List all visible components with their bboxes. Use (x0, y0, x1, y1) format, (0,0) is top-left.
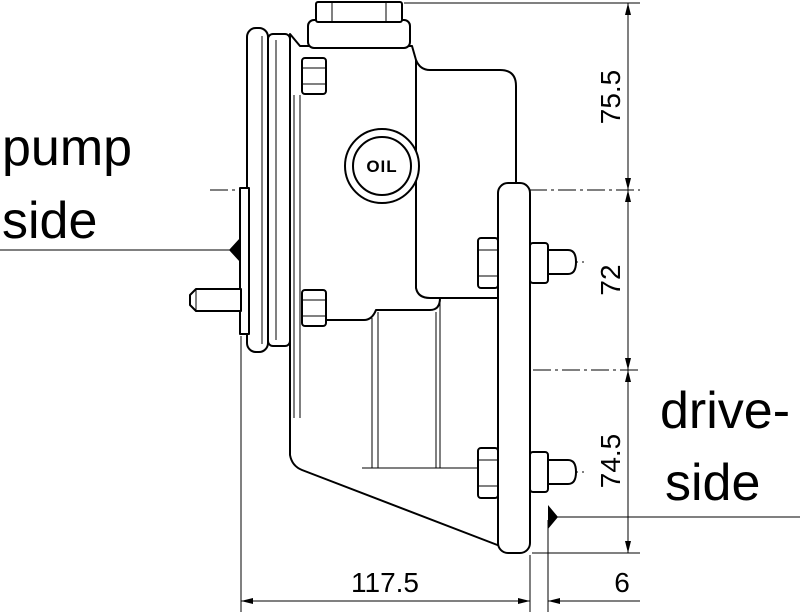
horizontal-dimensions: 117.5 6 (241, 567, 640, 604)
dimension-arrow (625, 358, 631, 370)
pump-side-label-line2: side (2, 192, 97, 250)
drive-side-studs (477, 237, 577, 499)
dimension-value-flange: 6 (614, 567, 630, 598)
vertical-dimensions: 75.5 72 74.5 (595, 3, 631, 553)
extension-lines (240, 2, 640, 612)
sight-glass-inner (352, 136, 412, 196)
nut-inner (477, 447, 499, 499)
bolt-head (301, 57, 327, 95)
dimension-arrow (548, 598, 560, 604)
input-shaft (189, 288, 242, 312)
dimension-arrow (241, 598, 253, 604)
plug-cap (315, 1, 403, 23)
drive-side-label-line2: side (665, 454, 760, 512)
nut-outer (529, 451, 549, 493)
nut-outer (529, 242, 549, 284)
stud-lower (477, 447, 577, 499)
dimension-arrow (625, 370, 631, 382)
dimension-arrow (625, 190, 631, 202)
dimension-value-bottom: 74.5 (595, 434, 626, 489)
pump-flange-plate (246, 27, 269, 353)
pump-side-label-line1: pump (2, 119, 132, 177)
stud-end (547, 459, 577, 485)
nut-inner (477, 237, 499, 289)
dimension-arrow (625, 541, 631, 553)
bolt-lower (301, 289, 327, 327)
dimension-arrow (625, 3, 631, 15)
pump-side-bolts (301, 57, 327, 327)
housing-neck-line (322, 297, 441, 321)
bolt-upper (301, 57, 327, 95)
drive-flange-plate (497, 182, 531, 554)
pump-pilot-face (239, 187, 250, 335)
oil-filler-plug (307, 1, 411, 49)
pump-side-callout: pump side (0, 119, 240, 262)
dimension-arrow (518, 598, 530, 604)
drive-side-marker (548, 505, 558, 529)
oil-sight-glass: OIL (344, 128, 420, 204)
housing-step-line (415, 60, 498, 299)
stud-end (547, 249, 577, 275)
bolt-head (301, 289, 327, 327)
drive-side-callout: drive- side (548, 382, 800, 529)
pump-flange (239, 27, 291, 353)
adapter-plate (267, 33, 291, 347)
drive-side-label-line1: drive- (660, 382, 790, 440)
drive-flange (497, 182, 531, 554)
plug-neck (307, 19, 411, 49)
oil-label: OIL (366, 157, 397, 176)
dimension-value-top: 75.5 (595, 70, 626, 125)
dimension-arrow (625, 178, 631, 190)
dimension-value-length: 117.5 (351, 567, 419, 598)
shaft-body (189, 288, 242, 312)
pump-side-marker (229, 238, 240, 262)
dimension-value-middle: 72 (595, 264, 626, 295)
stud-upper (477, 237, 577, 289)
